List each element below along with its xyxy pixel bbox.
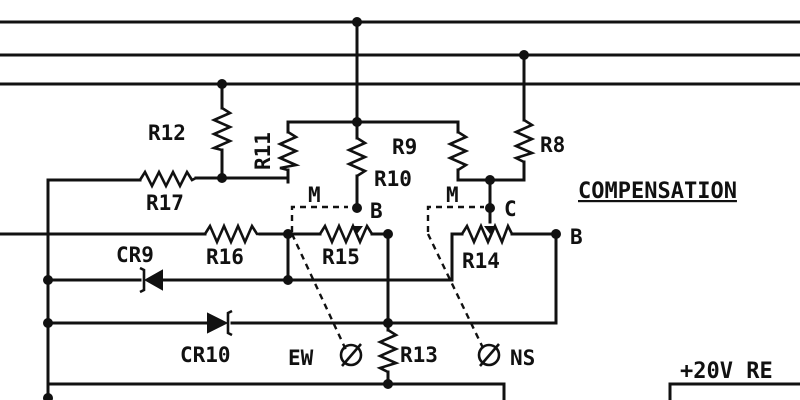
label-r10: R10	[374, 167, 412, 191]
label-ns: NS	[510, 346, 535, 370]
label-cr10: CR10	[180, 343, 231, 367]
label-b-left: B	[370, 199, 383, 223]
label-r15: R15	[322, 245, 360, 269]
resistor-r9	[446, 130, 470, 172]
pot-ns-symbol	[477, 343, 501, 367]
label-m-right: M	[446, 183, 459, 207]
resistor-r10	[345, 136, 369, 178]
label-cr9: CR9	[116, 243, 154, 267]
resistor-r8	[512, 118, 536, 164]
resistor-r15	[318, 222, 374, 246]
label-ew: EW	[288, 346, 314, 370]
label-r11: R11	[251, 132, 275, 170]
resistor-r11	[276, 130, 301, 172]
junction-dots	[43, 17, 561, 400]
label-c: C	[504, 197, 517, 221]
label-r8: R8	[540, 133, 565, 157]
label-r13: R13	[400, 343, 438, 367]
diode-cr10	[207, 309, 233, 337]
resistor-r13	[376, 328, 400, 374]
label-r14: R14	[462, 249, 500, 273]
wiper-arrows	[351, 226, 496, 234]
resistor-r16	[203, 222, 260, 246]
label-b-right: B	[570, 225, 583, 249]
pot-ew-symbol	[339, 343, 363, 367]
top-bus-lines	[0, 20, 800, 86]
label-r16: R16	[206, 245, 244, 269]
section-title: COMPENSATION	[578, 179, 737, 204]
resistor-r17	[138, 169, 197, 189]
supply-label: +20V RE	[680, 359, 773, 384]
resistor-r12	[209, 106, 234, 152]
label-r17: R17	[146, 191, 184, 215]
diode-cr9	[139, 266, 163, 294]
label-m-left: M	[308, 183, 321, 207]
mechanical-links	[290, 205, 486, 351]
label-r9: R9	[392, 135, 417, 159]
label-r12: R12	[148, 121, 186, 145]
resistor-r14	[460, 222, 514, 246]
